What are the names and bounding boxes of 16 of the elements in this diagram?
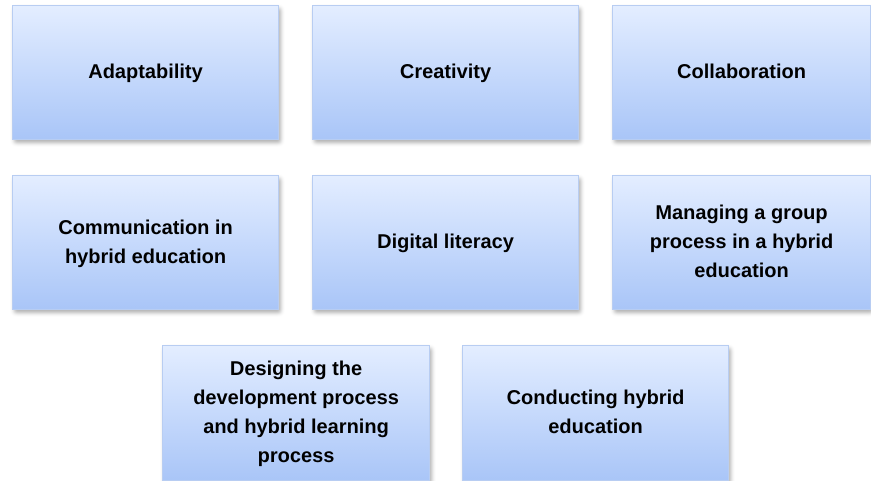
skill-box — [312, 175, 579, 310]
skill-label: Communication in hybrid education — [57, 216, 234, 270]
skill-label: Creativity — [400, 60, 492, 85]
skill-label: Adaptability — [88, 60, 203, 85]
skill-box — [462, 345, 729, 481]
skill-box — [612, 175, 871, 310]
skill-box — [12, 5, 279, 140]
skill-label: Conducting hybrid education — [506, 386, 686, 440]
skill-box — [312, 5, 579, 140]
skill-box — [162, 345, 430, 481]
skill-label: Designing the development process and hybrid learning process — [192, 357, 400, 469]
skill-label: Managing a group process in a hybrid education — [648, 201, 834, 284]
skill-box — [12, 175, 279, 310]
skill-box — [612, 5, 871, 140]
skill-label: Collaboration — [677, 60, 806, 85]
skill-label: Digital literacy — [377, 230, 514, 255]
